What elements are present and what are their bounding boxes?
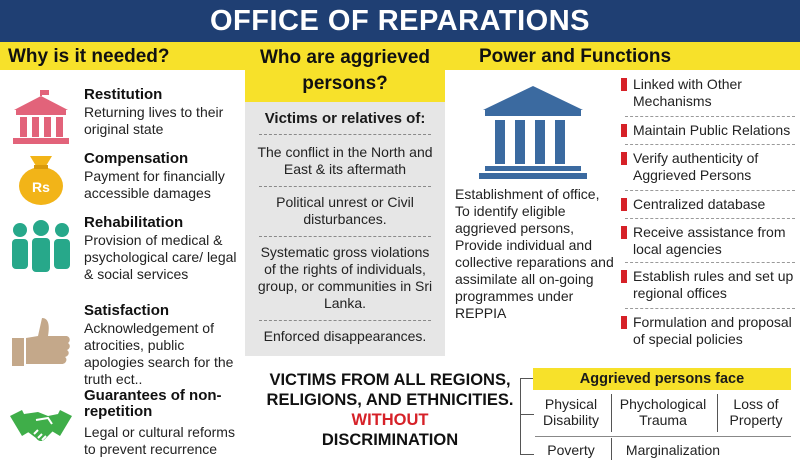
function-item: Maintain Public Relations — [621, 122, 800, 139]
divider — [625, 308, 795, 309]
why-item-desc: Acknowledgement of atrocities, public ap… — [84, 320, 234, 387]
who-subheading: Victims or relatives of: — [264, 110, 426, 127]
divider — [625, 190, 795, 191]
divider — [259, 134, 431, 135]
bullet-marker — [621, 316, 627, 329]
why-section: Restitution Returning lives to their ori… — [0, 70, 245, 466]
face-item: Phychological Trauma — [619, 396, 707, 428]
row-divider — [535, 436, 791, 437]
face-item: Marginalization — [625, 442, 721, 458]
divider — [625, 116, 795, 117]
bullet-marker — [621, 78, 627, 91]
function-item: Formulation and proposal of special poli… — [621, 314, 800, 348]
function-item: Linked with Other Mechanisms — [621, 76, 800, 110]
face-item: Physical Disability — [542, 396, 599, 428]
bullet-marker — [621, 226, 627, 239]
function-label: Formulation and proposal of special poli… — [633, 314, 792, 347]
bracket-line — [520, 454, 534, 455]
bullet-marker — [621, 270, 627, 283]
power-description: Establishment of office, To identify eli… — [455, 186, 614, 321]
who-item: Enforced disappearances. — [263, 328, 427, 344]
function-item: Receive assistance from local agencies — [621, 224, 800, 258]
money-bag-label: Rs — [32, 179, 50, 195]
why-item-title: Compensation — [84, 150, 189, 167]
divider — [259, 186, 431, 187]
face-item: Loss of Property — [729, 396, 783, 428]
courthouse-icon — [479, 86, 587, 179]
why-item-title: Restitution — [84, 86, 163, 103]
bracket-line — [520, 378, 534, 379]
statement-line: RELIGIONS, AND ETHNICITIES. — [266, 391, 514, 409]
why-item-desc: Returning lives to their original state — [84, 104, 224, 137]
why-item-compensation: Rs Compensation Payment for financially … — [0, 150, 245, 210]
function-item: Centralized database — [621, 196, 800, 213]
why-heading: Why is it needed? — [0, 42, 245, 70]
bank-icon — [13, 90, 69, 144]
divider — [259, 320, 431, 321]
divider — [259, 236, 431, 237]
why-item-desc: Provision of medical & psychological car… — [84, 232, 237, 282]
power-section: Establishment of office, To identify eli… — [445, 70, 800, 356]
function-item: Establish rules and set up regional offi… — [621, 268, 800, 302]
people-group-icon — [12, 220, 70, 272]
thumbs-up-icon — [12, 318, 70, 366]
function-label: Establish rules and set up regional offi… — [633, 268, 794, 301]
bullet-marker — [621, 124, 627, 137]
why-item-title: Satisfaction — [84, 302, 170, 319]
divider — [625, 144, 795, 145]
inclusion-statement: VICTIMS FROM ALL REGIONS, RELIGIONS, AND… — [245, 370, 535, 450]
cell-divider — [611, 394, 612, 432]
bracket-line — [520, 414, 534, 415]
function-label: Receive assistance from local agencies — [633, 224, 786, 257]
faces-heading: Aggrieved persons face — [533, 368, 791, 390]
bracket-line — [520, 378, 521, 454]
face-item: Poverty — [547, 442, 595, 458]
page-title: OFFICE OF REPARATIONS — [0, 0, 800, 42]
why-item-restitution: Restitution Returning lives to their ori… — [0, 86, 245, 146]
money-bag-icon: Rs — [19, 156, 63, 205]
bullet-marker — [621, 198, 627, 211]
why-item-guarantees: Guarantees of non-repetition Legal or cu… — [0, 388, 245, 466]
who-item: Political unrest or Civil disturbances. — [276, 194, 414, 227]
function-label: Maintain Public Relations — [633, 122, 791, 138]
cell-divider — [717, 394, 718, 432]
bullet-marker — [621, 152, 627, 165]
who-heading: Who are aggrieved persons? — [245, 42, 445, 102]
why-item-satisfaction: Satisfaction Acknowledgement of atrociti… — [0, 302, 245, 387]
statement-emphasis: WITHOUT — [351, 411, 429, 429]
who-section: Victims or relatives of: The conflict in… — [245, 102, 445, 356]
why-item-title: Rehabilitation — [84, 214, 184, 231]
power-heading: Power and Functions — [445, 42, 800, 70]
cell-divider — [611, 438, 612, 460]
who-item: Systematic gross violations of the right… — [257, 244, 433, 311]
divider — [625, 218, 795, 219]
function-label: Verify authenticity of Aggrieved Persons — [633, 150, 759, 183]
statement-line: VICTIMS FROM ALL REGIONS, — [269, 371, 511, 389]
divider — [625, 262, 795, 263]
function-label: Linked with Other Mechanisms — [633, 76, 742, 109]
function-item: Verify authenticity of Aggrieved Persons — [621, 150, 800, 184]
why-item-desc: Payment for financially accessible damag… — [84, 168, 225, 201]
why-item-title: Guarantees of non-repetition — [84, 387, 222, 420]
bottom-section: VICTIMS FROM ALL REGIONS, RELIGIONS, AND… — [245, 356, 800, 466]
handshake-icon — [10, 410, 72, 442]
why-item-desc: Legal or cultural reforms to prevent rec… — [84, 424, 235, 457]
why-item-rehabilitation: Rehabilitation Provision of medical & ps… — [0, 214, 245, 294]
function-label: Centralized database — [633, 196, 766, 212]
who-item: The conflict in the North and East & its… — [257, 144, 433, 177]
statement-line: DISCRIMINATION — [321, 431, 459, 449]
